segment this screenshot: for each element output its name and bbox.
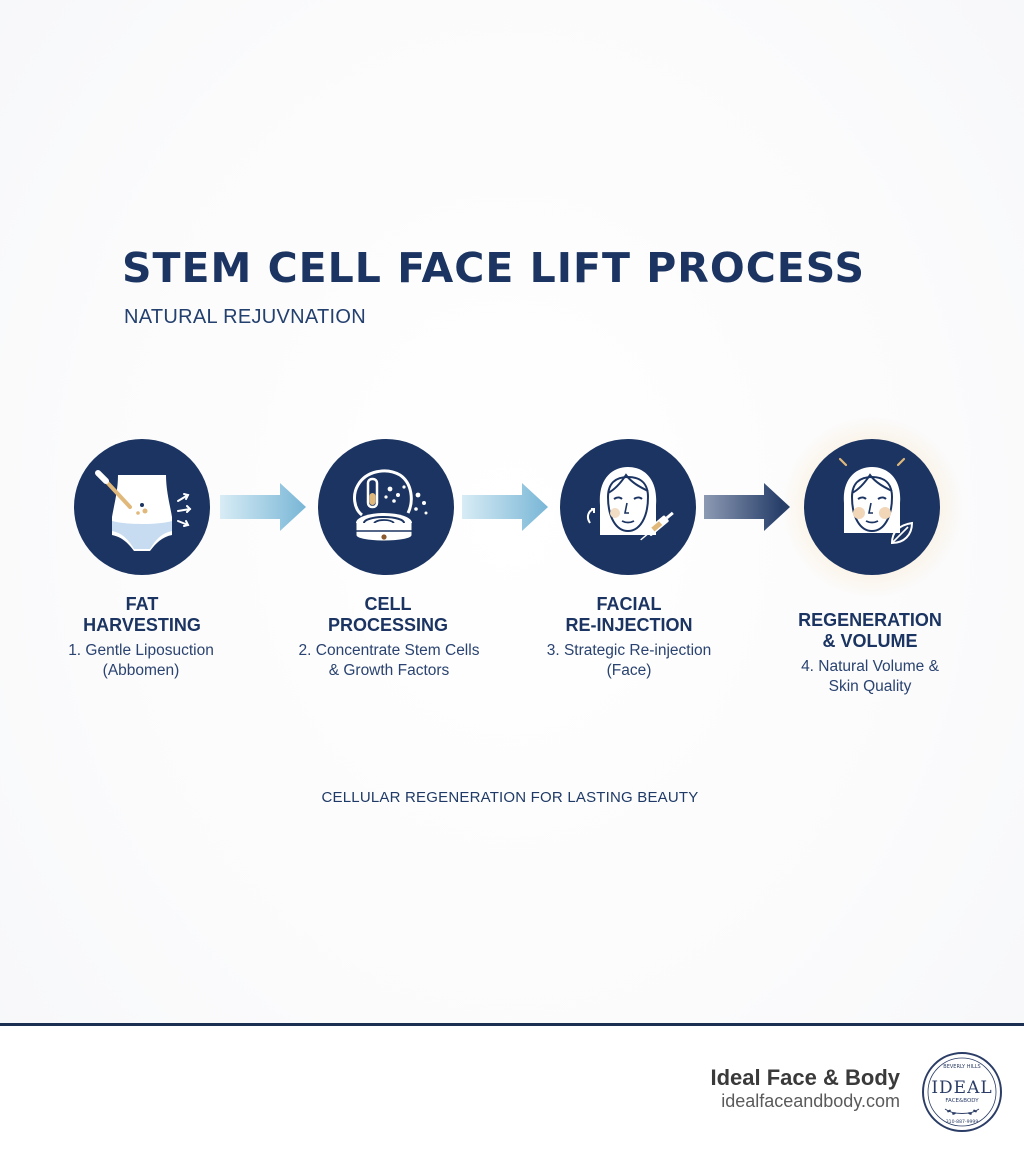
svg-text:IDEAL: IDEAL <box>931 1078 992 1098</box>
step-1-title: FAT HARVESTING <box>83 594 201 635</box>
brand-url[interactable]: idealfaceandbody.com <box>721 1091 900 1111</box>
arrow-3-to-4 <box>704 483 790 531</box>
brand-name: Ideal Face & Body <box>710 1065 900 1090</box>
title: STEM CELL FACE LIFT PROCESS <box>122 244 866 292</box>
svg-text:FACE&BODY: FACE&BODY <box>945 1098 979 1104</box>
glowing-face-leaf-icon <box>838 457 914 545</box>
step-4-icon-circle <box>804 439 940 575</box>
step-3-description: 3. Strategic Re-injection (Face) <box>546 642 712 679</box>
tagline: CELLULAR REGENERATION FOR LASTING BEAUTY <box>321 789 699 806</box>
step-2-description: 2. Concentrate Stem Cells & Growth Facto… <box>298 642 480 679</box>
step-3-title: FACIAL RE-INJECTION <box>565 594 693 635</box>
face-injection-icon <box>586 467 674 541</box>
brand-logo: BEVERLY HILLS IDEAL FACE&BODY 310-887-99… <box>922 1052 1002 1132</box>
footer-divider <box>0 1023 1024 1026</box>
subtitle: NATURAL REJUVNATION <box>124 306 367 328</box>
arrow-2-to-3 <box>462 483 548 531</box>
step-4-title: REGENERATION & VOLUME <box>798 610 942 651</box>
step-1-icon-circle <box>74 439 210 575</box>
svg-text:BEVERLY HILLS: BEVERLY HILLS <box>943 1064 980 1070</box>
step-2-title: CELL PROCESSING <box>327 594 449 635</box>
svg-text:310-887-9999: 310-887-9999 <box>946 1119 979 1125</box>
step-1-description: 1. Gentle Liposuction (Abbomen) <box>68 642 214 679</box>
centrifuge-cells-icon <box>353 469 428 542</box>
abdomen-liposuction-icon <box>95 470 192 551</box>
step-4-description: 4. Natural Volume & Skin Quality <box>801 658 939 695</box>
footer <box>0 1026 1024 1154</box>
arrow-1-to-2 <box>220 483 306 531</box>
step-2-icon-circle <box>318 439 454 575</box>
step-3-icon-circle <box>560 439 696 575</box>
